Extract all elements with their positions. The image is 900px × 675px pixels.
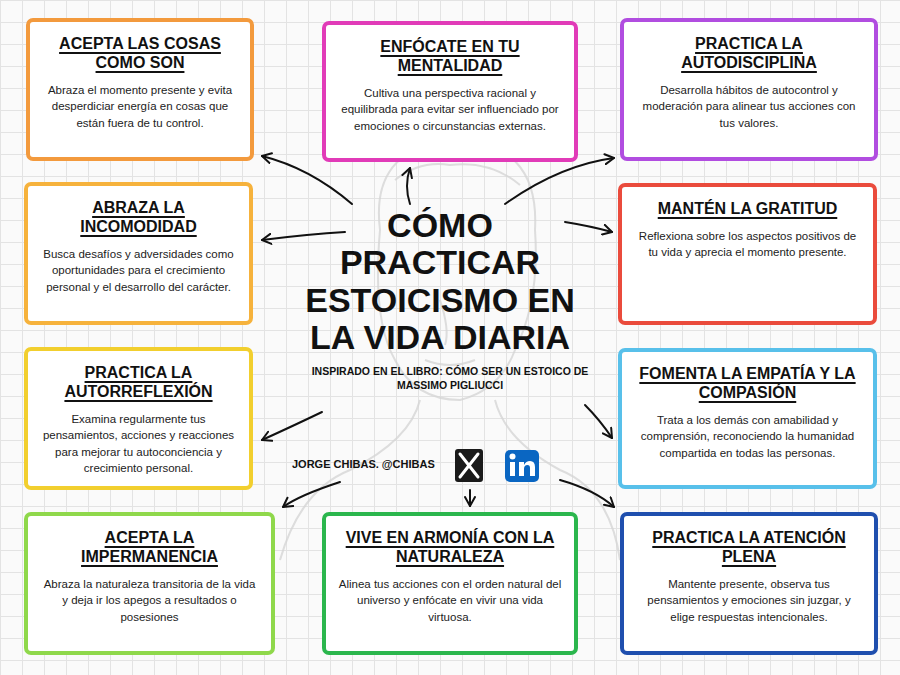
author-text: JORGE CHIBAS. @CHIBAS bbox=[292, 458, 435, 470]
subtitle-text: INSPIRADO EN EL LIBRO: CÓMO SER UN ESTOI… bbox=[290, 365, 610, 392]
practice-box: ACEPTA LAS COSAS COMO SON Abraza el momen… bbox=[26, 18, 254, 161]
box-body: Busca desafíos y adversidades como oport… bbox=[40, 246, 237, 294]
box-body: Abraza la naturaleza transitoria de la v… bbox=[40, 576, 259, 624]
box-body: Cultiva una perspectiva racional y equil… bbox=[338, 85, 562, 133]
box-heading: ABRAZA LA INCOMODIDAD bbox=[40, 198, 237, 236]
box-body: Desarrolla hábitos de autocontrol y mode… bbox=[636, 82, 862, 130]
box-heading: ENFÓCATE EN TU MENTALIDAD bbox=[338, 37, 562, 75]
practice-box: ABRAZA LA INCOMODIDAD Busca desafíos y ad… bbox=[24, 182, 253, 325]
box-heading: MANTÉN LA GRATITUD bbox=[658, 199, 838, 218]
practice-box: ACEPTA LA IMPERMANENCIA Abraza la natural… bbox=[24, 512, 275, 655]
box-body: Abraza el momento presente y evita despe… bbox=[42, 82, 238, 130]
box-heading: PRACTICA LA ATENCIÓN PLENA bbox=[636, 528, 862, 566]
box-heading: PRACTICA LA AUTODISCIPLINA bbox=[636, 34, 862, 72]
box-heading: ACEPTA LA IMPERMANENCIA bbox=[40, 528, 259, 566]
box-heading: ACEPTA LAS COSAS COMO SON bbox=[42, 34, 238, 72]
practice-box: PRACTICA LA ATENCIÓN PLENA Mantente prese… bbox=[620, 512, 878, 655]
box-body: Reflexiona sobre los aspectos positivos … bbox=[634, 228, 861, 260]
box-body: Mantente presente, observa tus pensamien… bbox=[636, 576, 862, 624]
box-body: Trata a los demás con amabilidad y compr… bbox=[634, 412, 861, 460]
box-heading: FOMENTA LA EMPATÍA Y LA COMPASIÓN bbox=[634, 364, 861, 402]
box-body: Alinea tus acciones con el orden natural… bbox=[338, 576, 562, 624]
box-body: Examina regularmente tus pensamientos, a… bbox=[40, 411, 237, 475]
practice-box: PRACTICA LA AUTORREFLEXIÓN Examina regula… bbox=[24, 347, 253, 490]
practice-box: ENFÓCATE EN TU MENTALIDAD Cultiva una per… bbox=[322, 21, 578, 162]
box-heading: VIVE EN ARMONÍA CON LA NATURALEZA bbox=[338, 528, 562, 566]
practice-box: FOMENTA LA EMPATÍA Y LA COMPASIÓN Trata a… bbox=[618, 348, 877, 489]
title-heading: CÓMO PRACTICAR ESTOICISMO EN LA VIDA DIA… bbox=[295, 207, 585, 357]
practice-box: MANTÉN LA GRATITUD Reflexiona sobre los a… bbox=[618, 183, 877, 325]
box-heading: PRACTICA LA AUTORREFLEXIÓN bbox=[40, 363, 237, 401]
practice-box: VIVE EN ARMONÍA CON LA NATURALEZA Alinea … bbox=[322, 512, 578, 655]
practice-box: PRACTICA LA AUTODISCIPLINA Desarrolla háb… bbox=[620, 18, 878, 161]
